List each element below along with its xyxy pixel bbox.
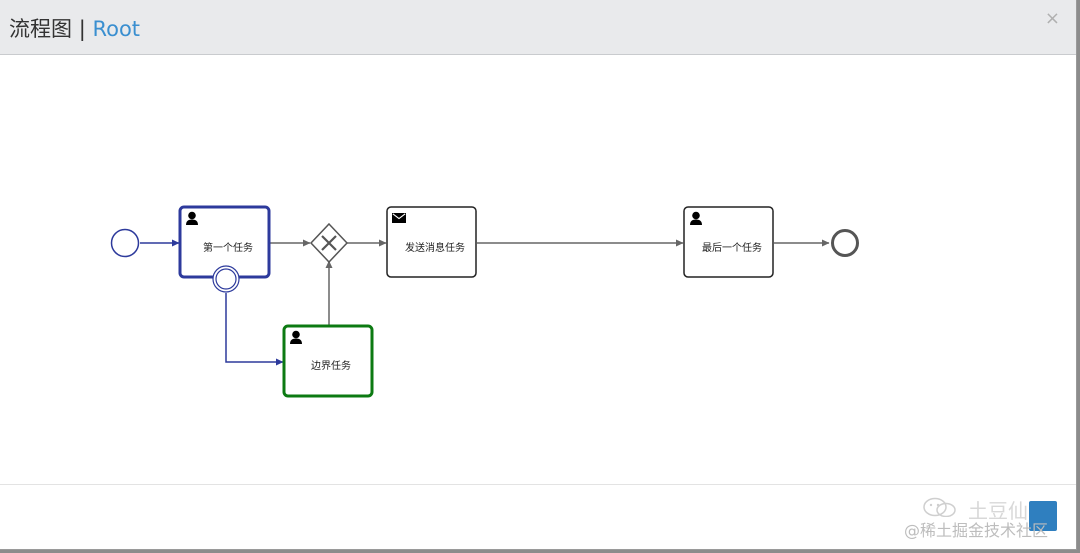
task-last[interactable]: 最后一个任务: [683, 206, 774, 278]
task-boundary[interactable]: 边界任务: [282, 324, 374, 398]
close-icon: ×: [1044, 8, 1060, 29]
task-boundary-label: 边界任务: [311, 359, 351, 372]
modal-footer: [0, 484, 1076, 550]
title-subtitle: Root: [92, 17, 141, 41]
envelope-icon: [392, 213, 406, 223]
task-send-message[interactable]: 发送消息任务: [386, 206, 477, 278]
task-last-label: 最后一个任务: [702, 241, 762, 254]
diagram-canvas: 第一个任务 发送消息任务: [0, 56, 1076, 484]
task-first[interactable]: 第一个任务: [178, 205, 271, 279]
task-send-message-label: 发送消息任务: [405, 241, 465, 254]
user-icon: [290, 330, 302, 344]
boundary-event[interactable]: [212, 265, 240, 293]
x-icon: [321, 235, 337, 251]
start-event[interactable]: [110, 228, 140, 258]
end-event[interactable]: [831, 229, 859, 257]
exclusive-gateway[interactable]: [309, 222, 349, 264]
user-icon: [690, 211, 702, 225]
flow-boundary-to-task4: [225, 293, 284, 366]
modal-header: 流程图 | Root ×: [0, 0, 1076, 55]
title-text: 流程图: [9, 17, 72, 41]
task-first-label: 第一个任务: [203, 241, 253, 254]
modal-title: 流程图 | Root: [9, 13, 140, 43]
user-icon: [186, 211, 198, 225]
title-separator: |: [78, 17, 86, 41]
bpmn-diagram: 第一个任务 发送消息任务: [110, 205, 859, 398]
close-button[interactable]: ×: [1045, 9, 1060, 29]
footer-primary-button[interactable]: [1029, 501, 1057, 531]
